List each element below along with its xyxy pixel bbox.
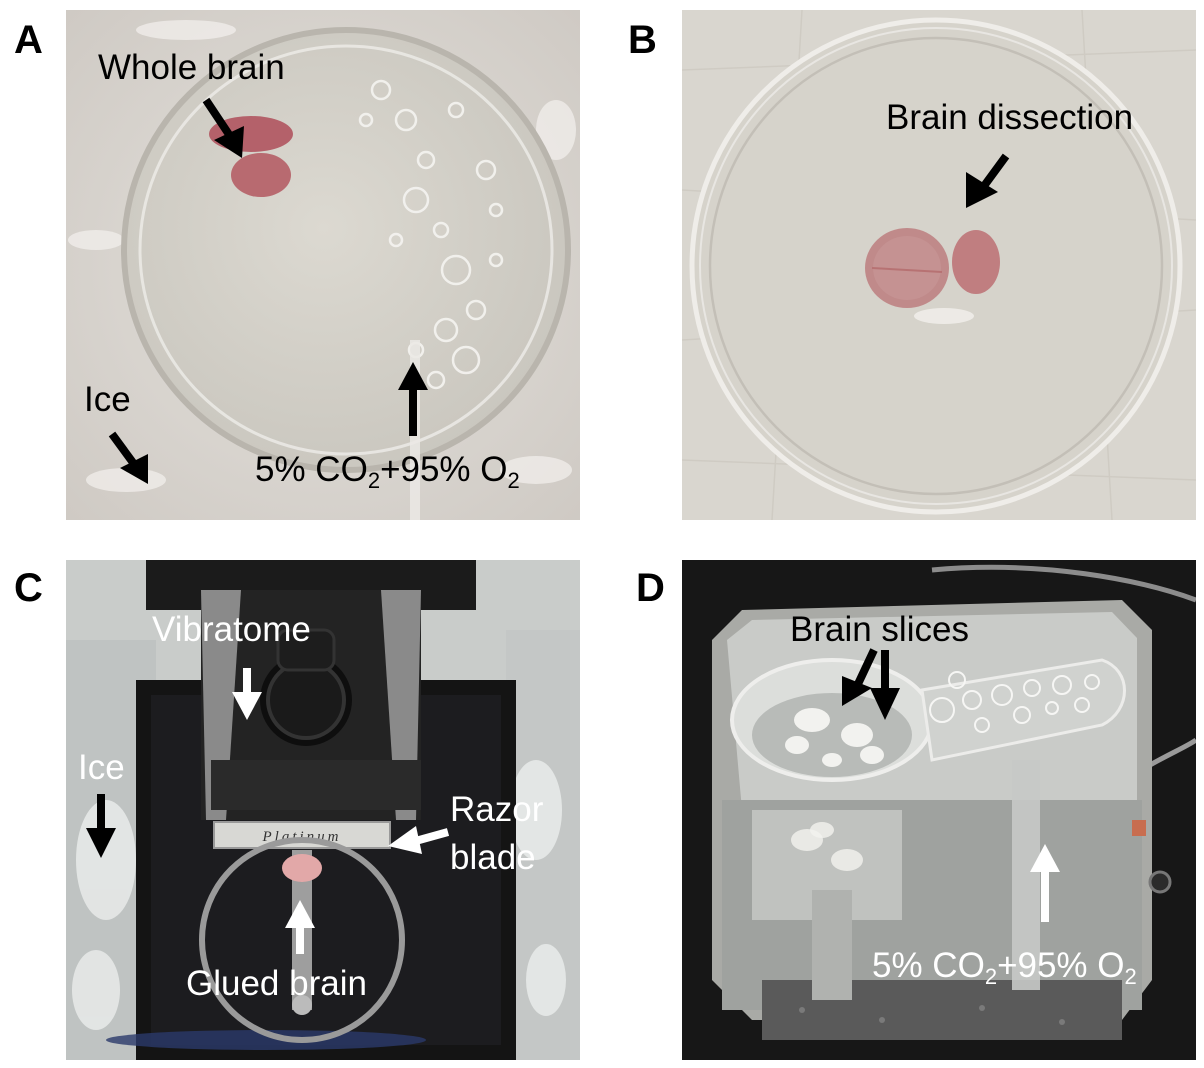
label-gas-d: 5% CO2+95% O2: [872, 946, 1137, 989]
label-ice-c: Ice: [78, 748, 125, 787]
photo-b-petri-dish-dissection: [682, 10, 1196, 520]
panel-letter-b: B: [628, 18, 657, 62]
arrow-brain-dissection: [966, 153, 1010, 208]
arrow-ice-a: [108, 431, 148, 484]
label-vibratome: Vibratome: [152, 610, 311, 649]
arrow-brain-slices-2: [870, 650, 900, 720]
label-brain-dissection: Brain dissection: [886, 98, 1134, 137]
label-glued-brain: Glued brain: [186, 964, 367, 1003]
label-gas-a: 5% CO2+95% O2: [255, 450, 520, 493]
arrow-vibratome: [232, 668, 262, 720]
panel-letter-d: D: [636, 566, 665, 610]
label-ice-a: Ice: [84, 380, 131, 419]
label-brain-slices: Brain slices: [790, 610, 969, 649]
arrow-razor-blade: [388, 826, 450, 854]
arrow-gas-d: [1030, 844, 1060, 922]
label-razor-blade-line1: Razor: [450, 790, 544, 829]
arrow-glued-brain: [285, 900, 315, 954]
panel-letter-a: A: [14, 18, 43, 62]
panel-letter-c: C: [14, 566, 43, 610]
label-razor-blade-line2: blade: [450, 838, 536, 877]
arrow-ice-c: [86, 794, 116, 858]
arrow-brain-slices-1: [842, 648, 878, 706]
arrow-whole-brain: [202, 97, 244, 158]
label-whole-brain: Whole brain: [98, 48, 285, 87]
photo-d-slice-chamber: [682, 560, 1196, 1060]
arrow-gas-a: [398, 362, 428, 436]
